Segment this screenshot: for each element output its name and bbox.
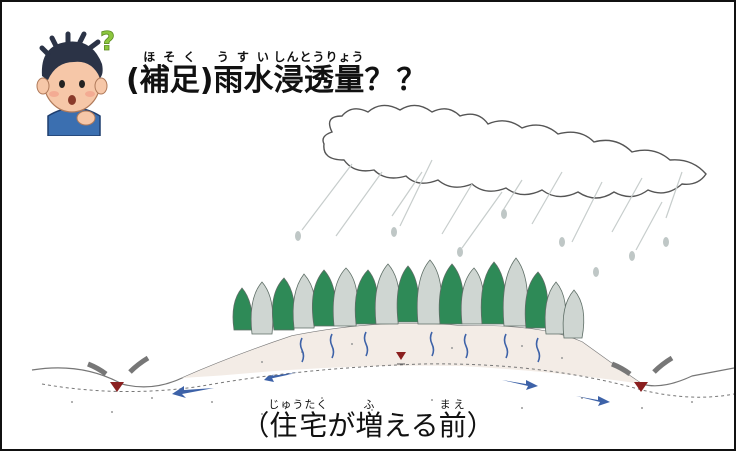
stream-right (611, 355, 674, 392)
confused-boy-illustration: ? (36, 27, 115, 136)
page-title: ( 補足ほそく ) 雨水うすい 浸透量しんとうりょう ？？ (126, 50, 428, 101)
title-word-usui: 雨水うすい (213, 50, 274, 98)
forest-trees (232, 257, 585, 339)
water-table-marker (396, 352, 406, 365)
title-close-paren: ) (199, 63, 214, 98)
rain-drops (295, 209, 669, 277)
title-word-hosoku: 補足ほそく (139, 50, 200, 98)
scene-caption: （住宅じゅうたくが増ふえる前まえ） (2, 398, 734, 444)
rain-streaks (301, 159, 683, 251)
cloud-icon (322, 104, 707, 199)
caption-open-paren: （ (241, 409, 270, 442)
stream-left (87, 355, 150, 392)
question-mark: ? (100, 27, 115, 57)
rainfall-infiltration-diagram (31, 104, 734, 415)
title-open-paren: ( (126, 63, 140, 98)
infiltration-arrows (299, 331, 541, 363)
title-question-marks: ？？ (364, 63, 429, 98)
caption-particle-ga: が (327, 409, 356, 442)
caption-word-juutaku: 住宅じゅうたく (268, 398, 329, 442)
title-word-shintouryou: 浸透量しんとうりょう (273, 50, 365, 98)
caption-word-fu: 増ふ (355, 398, 384, 442)
caption-close-paren: ） (466, 409, 495, 442)
groundwater-flow-arrows (172, 372, 610, 406)
caption-okurigana: える (383, 409, 439, 442)
caption-word-mae: 前まえ (438, 398, 467, 442)
